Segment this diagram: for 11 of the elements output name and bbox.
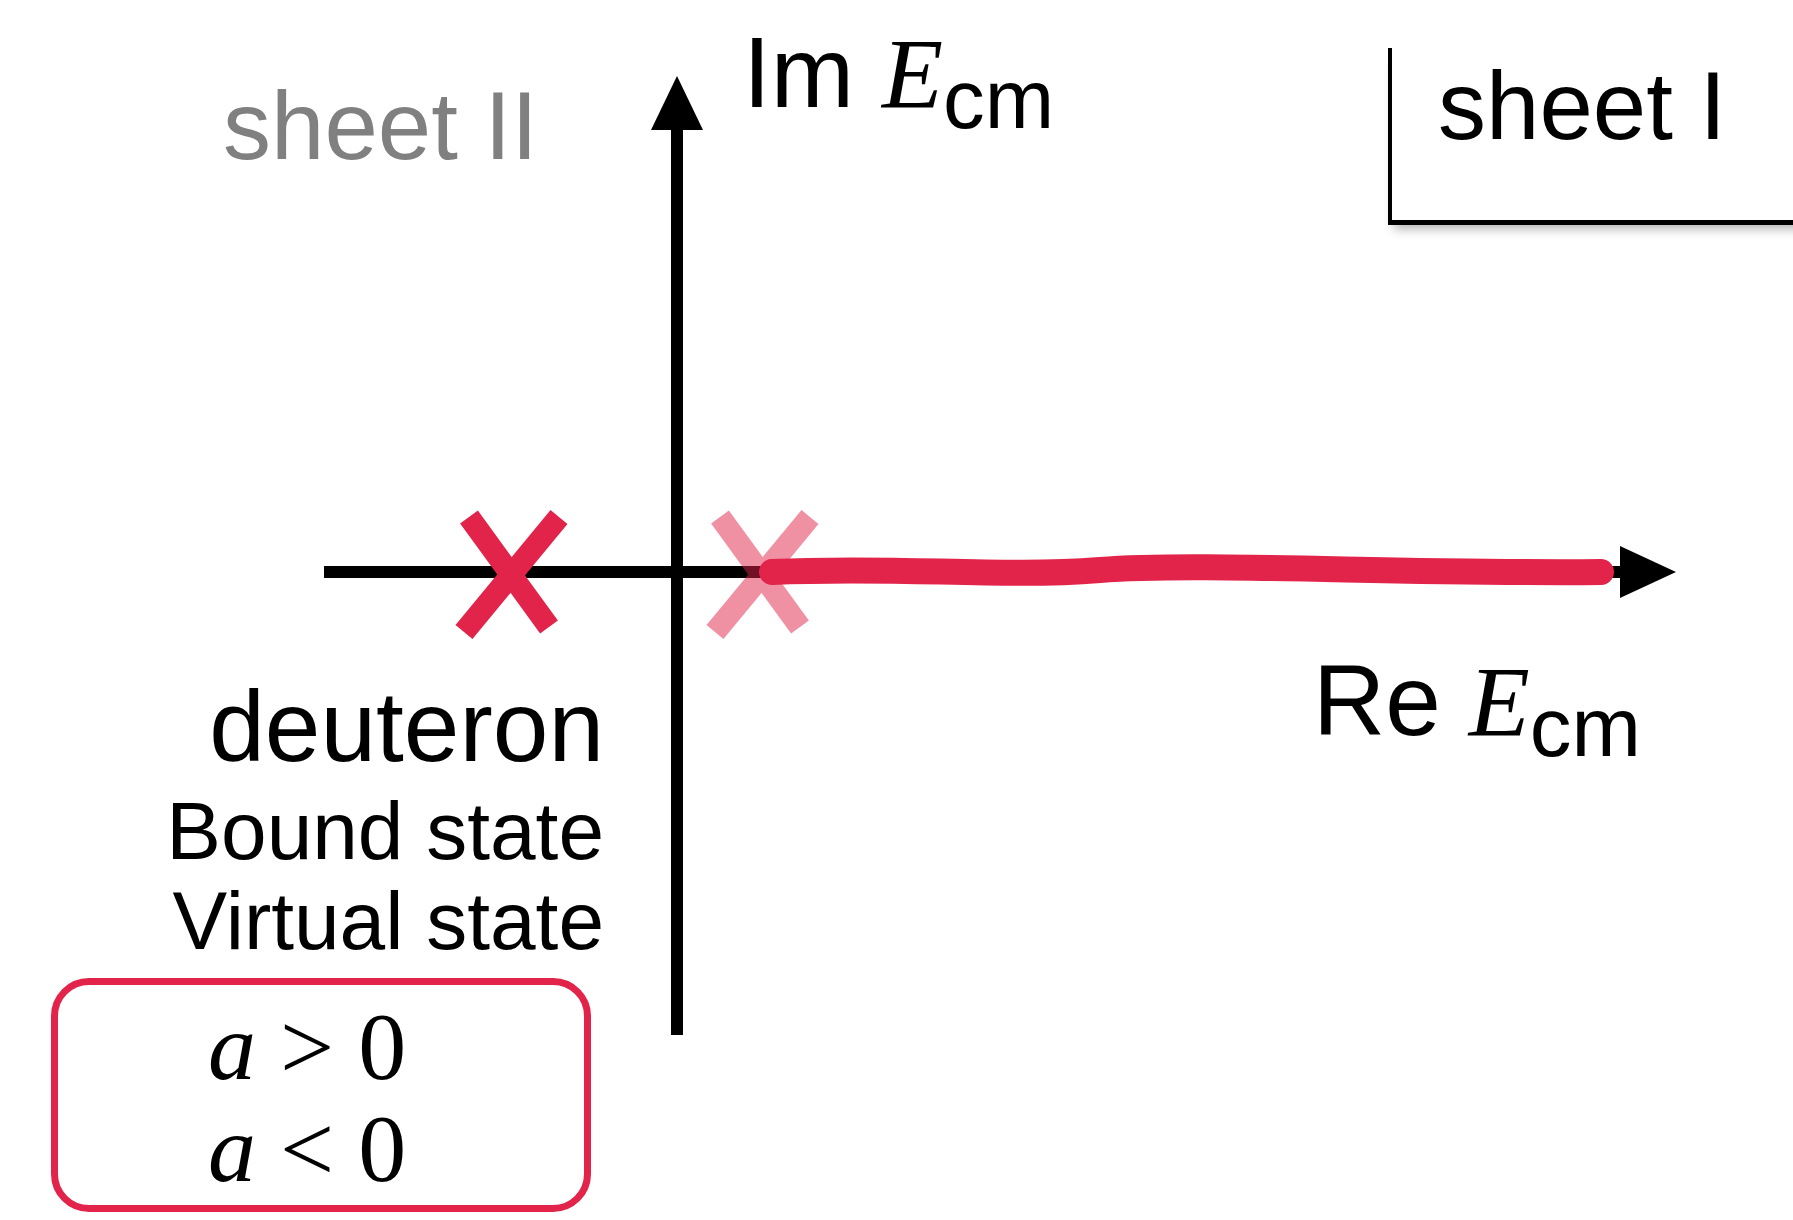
node-text: a < 0 [208,1101,407,1197]
condition-box [51,978,591,1212]
sheet-corner-box [1388,48,1793,225]
pole-label: deuteron [209,676,604,776]
state-label: Virtual state [172,880,604,962]
node-text: a > 0 [208,999,407,1095]
state-label: Bound state [166,790,604,872]
axis-label: Im E$_{cm}$ [743,22,1055,142]
axis-label: Re E$_{cm}$ [1313,650,1641,770]
node-text: sheet I [1438,58,1727,154]
sheet-label: sheet II [223,78,538,174]
